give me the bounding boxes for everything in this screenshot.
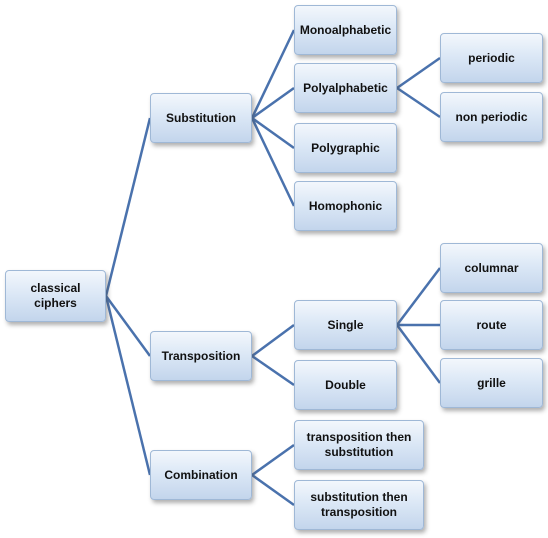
connector-substitution-polygraphic (251, 116, 295, 150)
connector-root-transposition (104, 295, 152, 357)
node-substitution-then-transposition: substitution then transposition (294, 480, 424, 530)
connector-combination-trans-sub (251, 443, 295, 477)
connector-substitution-polyalphabetic (251, 86, 295, 120)
connector-single-columnar (396, 267, 441, 326)
connector-polyalphabetic-nonperiodic (396, 86, 441, 119)
node-route: route (440, 300, 543, 350)
connector-substitution-monoalphabetic (250, 29, 296, 119)
connector-transposition-single (251, 323, 295, 358)
connector-substitution-homophonic (250, 117, 296, 207)
node-substitution: Substitution (150, 93, 252, 143)
node-double: Double (294, 360, 397, 410)
connector-polyalphabetic-periodic (396, 56, 441, 90)
node-homophonic: Homophonic (294, 181, 397, 231)
connector-root-combination (104, 295, 152, 476)
node-classical-ciphers: classical ciphers (5, 270, 106, 322)
connector-single-grille (395, 324, 442, 384)
node-single: Single (294, 300, 397, 350)
connector-root-substitution (104, 117, 152, 297)
node-grille: grille (440, 358, 543, 408)
node-polygraphic: Polygraphic (294, 123, 397, 173)
node-monoalphabetic: Monoalphabetic (294, 5, 397, 55)
connector-transposition-double (251, 354, 295, 387)
node-combination: Combination (150, 450, 252, 500)
connector-combination-sub-trans (251, 473, 295, 507)
node-columnar: columnar (440, 243, 543, 293)
node-transposition-then-substitution: transposition then substitution (294, 420, 424, 470)
node-non-periodic: non periodic (440, 92, 543, 142)
node-periodic: periodic (440, 33, 543, 83)
node-transposition: Transposition (150, 331, 252, 381)
node-polyalphabetic: Polyalphabetic (294, 63, 397, 113)
